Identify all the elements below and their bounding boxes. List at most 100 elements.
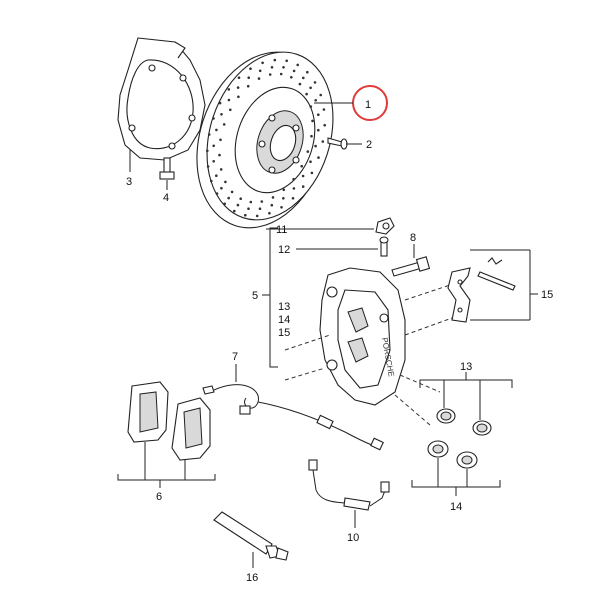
- disc-drill-hole: [215, 174, 218, 177]
- disc-drill-hole: [292, 187, 296, 190]
- disc-drill-hole: [222, 123, 226, 126]
- disc-drill-hole: [323, 123, 327, 127]
- disc-drill-hole: [206, 149, 209, 153]
- disc-drill-hole: [239, 197, 242, 200]
- disc-drill-hole: [268, 211, 271, 215]
- disc-drill-hole: [219, 168, 223, 171]
- disc-drill-hole: [237, 76, 241, 79]
- callout-1[interactable]: 1: [365, 99, 371, 111]
- disc-drill-hole: [258, 207, 262, 210]
- brake-hose[interactable]: [308, 459, 390, 511]
- disc-drill-hole: [233, 209, 236, 213]
- disc-drill-hole: [227, 196, 230, 200]
- disc-drill-hole: [310, 171, 314, 175]
- disc-drill-hole: [261, 61, 264, 65]
- disc-drill-hole: [224, 180, 227, 184]
- disc-drill-hole: [212, 117, 215, 120]
- disc-drill-hole: [280, 206, 283, 209]
- disc-drill-hole: [317, 128, 320, 132]
- callout-5[interactable]: 5: [252, 290, 258, 302]
- caliper-pistons[interactable]: [427, 440, 478, 469]
- callout-6[interactable]: 6: [156, 491, 162, 503]
- disc-drill-hole: [301, 174, 305, 178]
- disc-drill-hole: [210, 179, 213, 183]
- disc-drill-hole: [237, 95, 240, 99]
- disc-drill-hole: [249, 200, 253, 204]
- callout-15[interactable]: 15: [541, 289, 553, 301]
- callout-14-caliper[interactable]: 14: [278, 314, 290, 326]
- disc-drill-hole: [302, 76, 305, 80]
- brake-disc[interactable]: [175, 35, 353, 245]
- disc-drill-hole: [236, 86, 240, 89]
- pad-pins[interactable]: [477, 257, 516, 291]
- disc-drill-hole: [301, 185, 305, 188]
- callout-13-caliper[interactable]: 13: [278, 301, 290, 313]
- caliper-bolt[interactable]: [391, 256, 431, 277]
- disc-drill-hole: [223, 202, 226, 206]
- brake-caliper[interactable]: PORSCHE: [319, 267, 406, 406]
- disc-drill-hole: [282, 188, 286, 192]
- dust-shield[interactable]: [117, 37, 206, 161]
- disc-drill-hole: [279, 72, 283, 76]
- brake-pads[interactable]: [127, 381, 211, 461]
- disc-drill-hole: [218, 101, 222, 105]
- disc-drill-hole: [260, 200, 264, 203]
- disc-drill-hole: [255, 214, 259, 218]
- disc-drill-hole: [309, 105, 313, 108]
- bleed-valve-cap[interactable]: [375, 217, 395, 235]
- disc-drill-hole: [229, 108, 232, 112]
- callout-14[interactable]: 14: [450, 501, 462, 513]
- disc-drill-hole: [215, 192, 219, 195]
- disc-drill-hole: [309, 86, 312, 90]
- callout-8[interactable]: 8: [410, 232, 416, 244]
- disc-drill-hole: [227, 98, 231, 102]
- callout-2[interactable]: 2: [366, 139, 372, 151]
- shield-bolt[interactable]: [159, 157, 175, 180]
- disc-drill-hole: [230, 190, 234, 194]
- disc-drill-hole: [257, 77, 261, 80]
- disc-drill-hole: [212, 160, 215, 163]
- pad-spring[interactable]: [447, 267, 471, 323]
- disc-drill-hole: [311, 119, 314, 123]
- callout-12[interactable]: 12: [278, 244, 290, 256]
- disc-drill-hole: [270, 66, 274, 69]
- disc-drill-hole: [317, 156, 320, 159]
- disc-drill-hole: [306, 150, 310, 153]
- callout-10[interactable]: 10: [347, 532, 359, 544]
- disc-drill-hole: [309, 160, 312, 163]
- callout-15-caliper[interactable]: 15: [278, 327, 290, 339]
- disc-drill-hole: [313, 81, 317, 84]
- disc-drill-hole: [298, 82, 302, 86]
- disc-drill-hole: [220, 186, 223, 190]
- bleed-screw[interactable]: [379, 236, 389, 257]
- disc-drill-hole: [314, 144, 317, 148]
- disc-drill-hole: [258, 69, 262, 73]
- grease-tube[interactable]: [213, 511, 289, 561]
- disc-drill-hole: [268, 73, 272, 76]
- callout-13[interactable]: 13: [460, 361, 472, 373]
- disc-drill-hole: [244, 213, 247, 217]
- callout-16[interactable]: 16: [246, 572, 258, 584]
- disc-drill-hole: [310, 134, 313, 138]
- disc-drill-hole: [300, 164, 304, 168]
- callout-7[interactable]: 7: [232, 351, 238, 363]
- disc-drill-hole: [296, 63, 300, 67]
- disc-drill-hole: [282, 197, 285, 200]
- callout-11[interactable]: 11: [276, 224, 287, 236]
- disc-drill-hole: [246, 84, 250, 88]
- disc-drill-hole: [292, 177, 295, 181]
- disc-drill-hole: [322, 108, 326, 111]
- wear-sensor[interactable]: [202, 384, 384, 451]
- disc-drill-hole: [285, 59, 289, 63]
- disc-drill-hole: [314, 99, 318, 102]
- disc-drill-hole: [247, 76, 250, 79]
- disc-drill-hole: [271, 196, 275, 199]
- disc-drill-hole: [282, 66, 285, 69]
- callout-4[interactable]: 4: [163, 192, 169, 204]
- callout-3[interactable]: 3: [126, 176, 132, 188]
- disc-drill-hole: [247, 207, 250, 210]
- disc-screw[interactable]: [327, 137, 348, 150]
- disc-drill-hole: [306, 70, 309, 74]
- piston-seals[interactable]: [436, 408, 492, 436]
- disc-drill-hole: [290, 76, 293, 79]
